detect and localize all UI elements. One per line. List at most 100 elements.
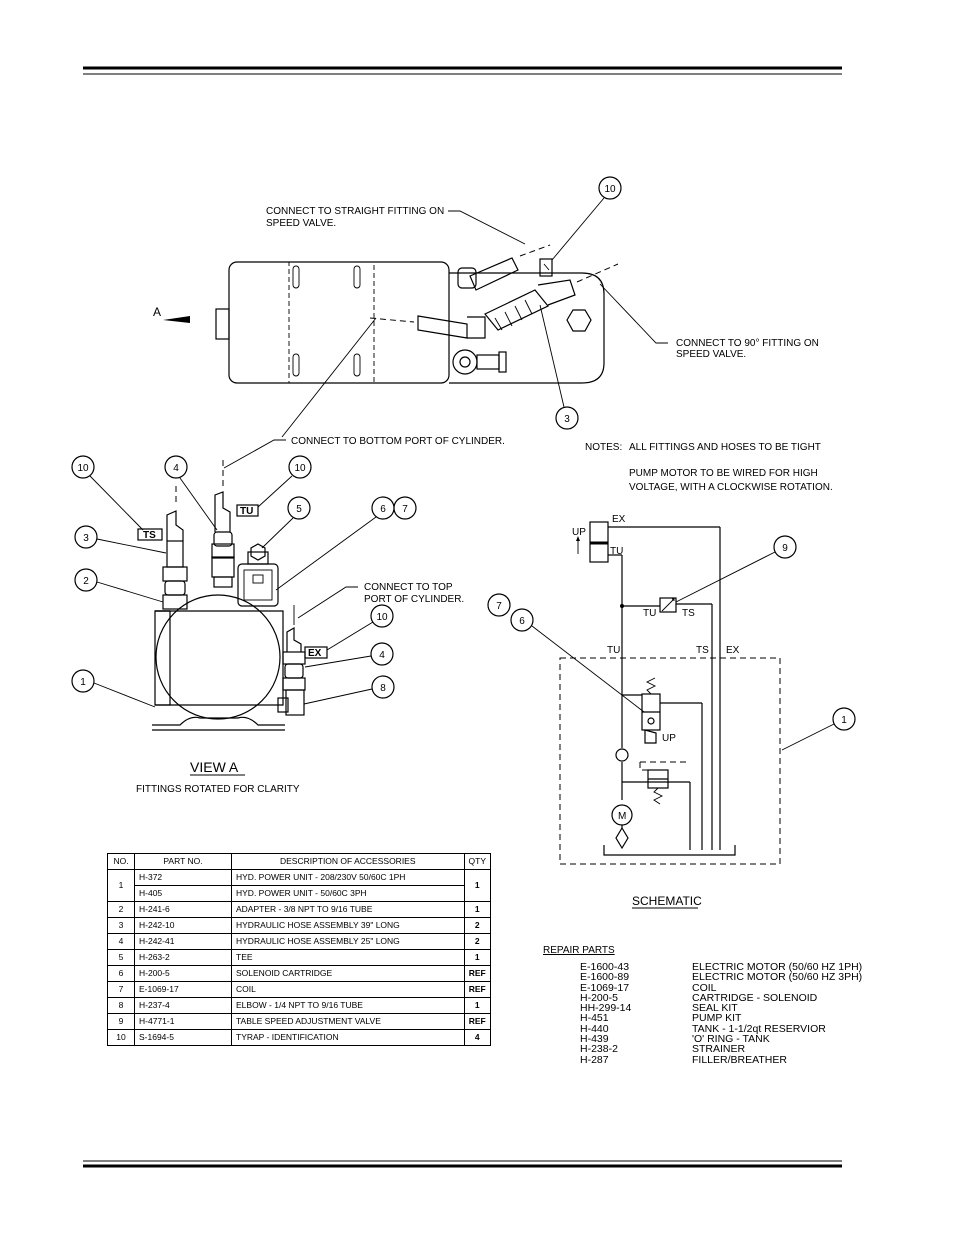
schematic-ex-top: EX [612,514,626,525]
bubble-va-2: 2 [74,568,164,603]
svg-text:PUMP MOTOR TO BE WIRED FOR HIG: PUMP MOTOR TO BE WIRED FOR HIGH [629,468,818,479]
bubble-va-4b: 4 [304,642,394,668]
bubble-sc-7: 7 [487,593,511,617]
svg-text:CONNECT TO 90° FITTING ON: CONNECT TO 90° FITTING ON [676,338,819,349]
svg-text:5: 5 [296,504,302,515]
svg-text:7: 7 [402,504,408,515]
table-header-row: NO. PART NO. DESCRIPTION OF ACCESSORIES … [107,853,492,870]
view-arrow-label: A [153,305,161,319]
svg-text:2: 2 [83,576,89,587]
bubble-va-5: 5 [261,496,311,549]
bubble-va-1: 1 [71,669,156,708]
svg-text:PORT OF CYLINDER.: PORT OF CYLINDER. [364,594,464,605]
schematic-ts-port: TS [696,645,709,656]
bubble-va-3: 3 [74,525,167,554]
bubble-sc-6: 6 [510,608,645,713]
svg-text:4: 4 [173,463,179,474]
svg-text:1: 1 [841,715,847,726]
list-item: H-439'O' RING - TANK [580,1033,770,1046]
bubble-va-4: 4 [164,455,218,531]
bubble-top-3: 3 [539,304,579,430]
callout-straight-fitting: CONNECT TO STRAIGHT FITTING ON SPEED VAL… [266,206,526,245]
svg-text:4: 4 [379,650,385,661]
svg-text:SPEED VALVE.: SPEED VALVE. [676,349,746,360]
svg-text:6: 6 [519,616,525,627]
tag-ts: TS [143,530,156,541]
col-part-no: PART NO. [134,853,232,870]
svg-text:10: 10 [77,463,89,474]
col-no: NO. [107,853,135,870]
svg-text:10: 10 [294,463,306,474]
svg-text:10: 10 [604,184,616,195]
col-qty: QTY [463,853,492,870]
accessories-table: NO. PART NO. DESCRIPTION OF ACCESSORIES … [107,853,492,1046]
view-a-drawing [137,460,328,731]
svg-text:3: 3 [564,414,570,425]
bubble-top-10: 10 [551,176,622,261]
schematic-ex-port: EX [726,645,740,656]
svg-text:NOTES:: NOTES: [585,442,622,453]
bubble-va-10b: 10 [257,455,312,508]
schematic-motor-label: M [618,811,626,822]
table-row: 1 H-372 HYD. POWER UNIT - 208/230V 50/60… [107,869,492,902]
col-description: DESCRIPTION OF ACCESSORIES [231,853,465,870]
view-a-title: VIEW A [190,759,239,775]
top-rule [83,66,842,75]
schematic-tu-top: TU [610,546,623,557]
top-view [163,244,619,384]
repair-parts-title: REPAIR PARTS [543,945,615,956]
bottom-rule [83,1160,842,1168]
schematic-title: SCHEMATIC [632,894,702,908]
svg-text:6: 6 [380,504,386,515]
bubble-va-10a: 10 [71,455,144,531]
bubble-va-7: 7 [275,496,417,591]
tag-ex: EX [308,648,322,659]
svg-text:10: 10 [376,612,388,623]
callout-bottom-port: CONNECT TO BOTTOM PORT OF CYLINDER. [223,317,505,469]
schematic-tu-valve: TU [643,608,656,619]
tag-tu: TU [240,506,253,517]
bubble-sc-1: 1 [781,707,856,751]
svg-text:CONNECT TO BOTTOM PORT OF CYLI: CONNECT TO BOTTOM PORT OF CYLINDER. [291,436,505,447]
view-a-subtitle: FITTINGS ROTATED FOR CLARITY [136,784,300,795]
svg-text:SPEED VALVE.: SPEED VALVE. [266,218,336,229]
schematic-drawing [559,521,781,865]
svg-text:CONNECT TO STRAIGHT FITTING ON: CONNECT TO STRAIGHT FITTING ON [266,206,444,217]
svg-text:CONNECT TO TOP: CONNECT TO TOP [364,582,453,593]
schematic-tu-port: TU [607,645,620,656]
callout-top-port: CONNECT TO TOP PORT OF CYLINDER. [297,582,464,619]
schematic-up-top: UP [572,527,586,538]
table-row: H-405 HYD. POWER UNIT - 50/60C 3PH [108,885,491,902]
bubble-sc-9: 9 [675,535,797,603]
svg-text:3: 3 [83,533,89,544]
bubble-va-10c: 10 [326,604,394,651]
bubble-va-8: 8 [303,675,395,705]
svg-text:ALL FITTINGS AND HOSES TO BE T: ALL FITTINGS AND HOSES TO BE TIGHT [629,442,821,453]
bubble-va-6: 6 [371,496,395,520]
svg-text:9: 9 [782,543,788,554]
callout-ninety-fitting: CONNECT TO 90° FITTING ON SPEED VALVE. [599,283,819,360]
svg-text:1: 1 [80,677,86,688]
svg-text:8: 8 [380,683,386,694]
notes: NOTES: ALL FITTINGS AND HOSES TO BE TIGH… [585,442,833,493]
svg-text:7: 7 [496,601,502,612]
